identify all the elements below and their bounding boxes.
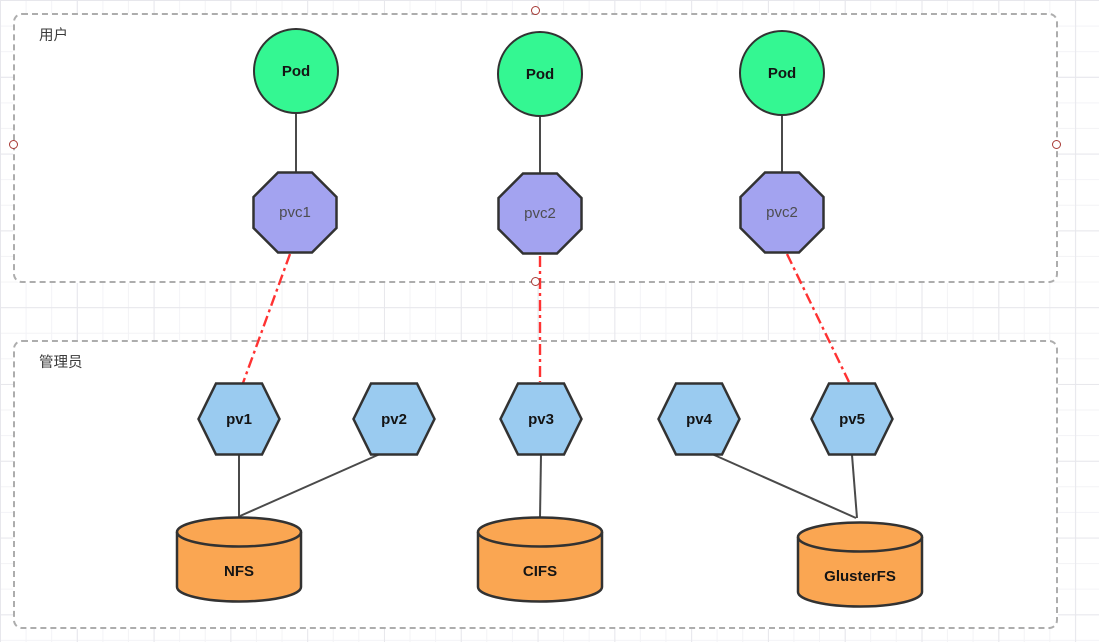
node-nfs[interactable]: NFS [175,516,303,603]
node-pvc1[interactable]: pvc1 [252,171,338,254]
pod-2-label: Pod [525,65,555,83]
pvc1-label: pvc1 [279,204,311,221]
anchor-point-left[interactable] [9,140,18,149]
anchor-point-top[interactable] [531,6,540,15]
cifs-label: CIFS [522,563,558,580]
cifs-cylinder-shape [476,516,604,603]
pvc2-b-octagon-shape [739,171,825,254]
glusterfs-label: GlusterFS [824,568,896,585]
node-pod-3[interactable]: Pod [739,30,825,116]
pv3-label: pv3 [528,410,554,428]
node-glusterfs[interactable]: GlusterFS [796,521,924,608]
node-pod-1[interactable]: Pod [253,28,339,114]
pv4-label: pv4 [686,410,712,428]
node-pvc2-a[interactable]: pvc2 [497,172,583,255]
node-pvc2-b[interactable]: pvc2 [739,171,825,254]
group-admin-label: 管理员 [39,355,83,371]
pvc2-b-label: pvc2 [766,204,798,221]
node-pv1[interactable]: pv1 [197,382,281,456]
pv1-label: pv1 [226,410,252,428]
glusterfs-cylinder-shape [796,521,924,608]
node-pv2[interactable]: pv2 [352,382,436,456]
node-pv3[interactable]: pv3 [499,382,583,456]
node-pod-2[interactable]: Pod [497,31,583,117]
pvc2-a-octagon-shape [497,172,583,255]
pv2-label: pv2 [381,410,407,428]
pvc2-a-label: pvc2 [524,205,556,222]
pv1-hexagon-shape [197,382,281,456]
pv5-label: pv5 [839,410,865,428]
pv5-hexagon-shape [810,382,894,456]
pod-1-label: Pod [281,62,311,80]
pod-3-label: Pod [767,64,797,82]
pv3-hexagon-shape [499,382,583,456]
node-pv4[interactable]: pv4 [657,382,741,456]
pv2-hexagon-shape [352,382,436,456]
pv4-hexagon-shape [657,382,741,456]
anchor-point-bottom[interactable] [531,277,540,286]
node-pv5[interactable]: pv5 [810,382,894,456]
nfs-cylinder-shape [175,516,303,603]
nfs-label: NFS [224,563,254,580]
node-cifs[interactable]: CIFS [476,516,604,603]
pvc1-octagon-shape [252,171,338,254]
group-user-label: 用户 [39,28,68,44]
anchor-point-right[interactable] [1052,140,1061,149]
